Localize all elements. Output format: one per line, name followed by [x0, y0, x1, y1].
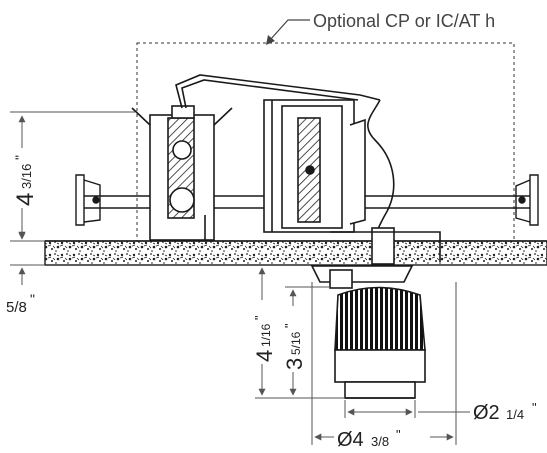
dim-trim-diameter: Ø4 3/8 "	[311, 282, 457, 451]
aperture-diameter-sym: Ø2	[473, 402, 500, 424]
dim-trim-height: 4 1/16 "	[248, 267, 345, 399]
dim-lens-height: 3 5/16 "	[280, 286, 330, 396]
aperture-diameter-mark: "	[532, 400, 537, 415]
trim-height-frac: 1/16	[259, 323, 273, 347]
ceiling-section	[44, 240, 547, 266]
trim-diameter-frac: 3/8	[371, 434, 389, 449]
trim-diameter-mark: "	[396, 427, 401, 442]
callout-text: Optional CP or IC/AT h	[313, 11, 495, 31]
optional-housing-outline	[136, 42, 515, 244]
ceiling-thickness-frac: 5/8	[6, 299, 27, 316]
trim-height-mark: "	[252, 315, 267, 320]
callout-arrowhead	[266, 35, 275, 45]
trim-height-whole: 4	[252, 350, 277, 362]
aperture-diameter-frac: 1/4	[506, 407, 524, 422]
trim-collar	[310, 227, 441, 289]
lens-height-whole: 3	[282, 358, 307, 370]
housing-height-frac: 3/16	[19, 164, 34, 189]
callout-group: Optional CP or IC/AT h	[266, 11, 495, 45]
junction-box	[149, 105, 215, 241]
lens-height-frac: 5/16	[289, 331, 303, 355]
lens-height-mark: "	[282, 323, 297, 328]
ceiling-thickness-mark: "	[30, 291, 35, 307]
led-module	[334, 286, 426, 399]
dim-aperture-diameter: Ø2 1/4 "	[344, 400, 537, 424]
trim-diameter-sym: Ø4	[337, 429, 364, 451]
dim-housing-height: 4 3/16 "	[8, 111, 135, 242]
driver-bracket	[263, 99, 366, 233]
dim-ceiling-thickness: 5/8 "	[6, 222, 45, 316]
callout-leader	[269, 19, 310, 41]
housing-height-mark: "	[12, 155, 28, 160]
housing-height-whole: 4	[12, 193, 39, 206]
